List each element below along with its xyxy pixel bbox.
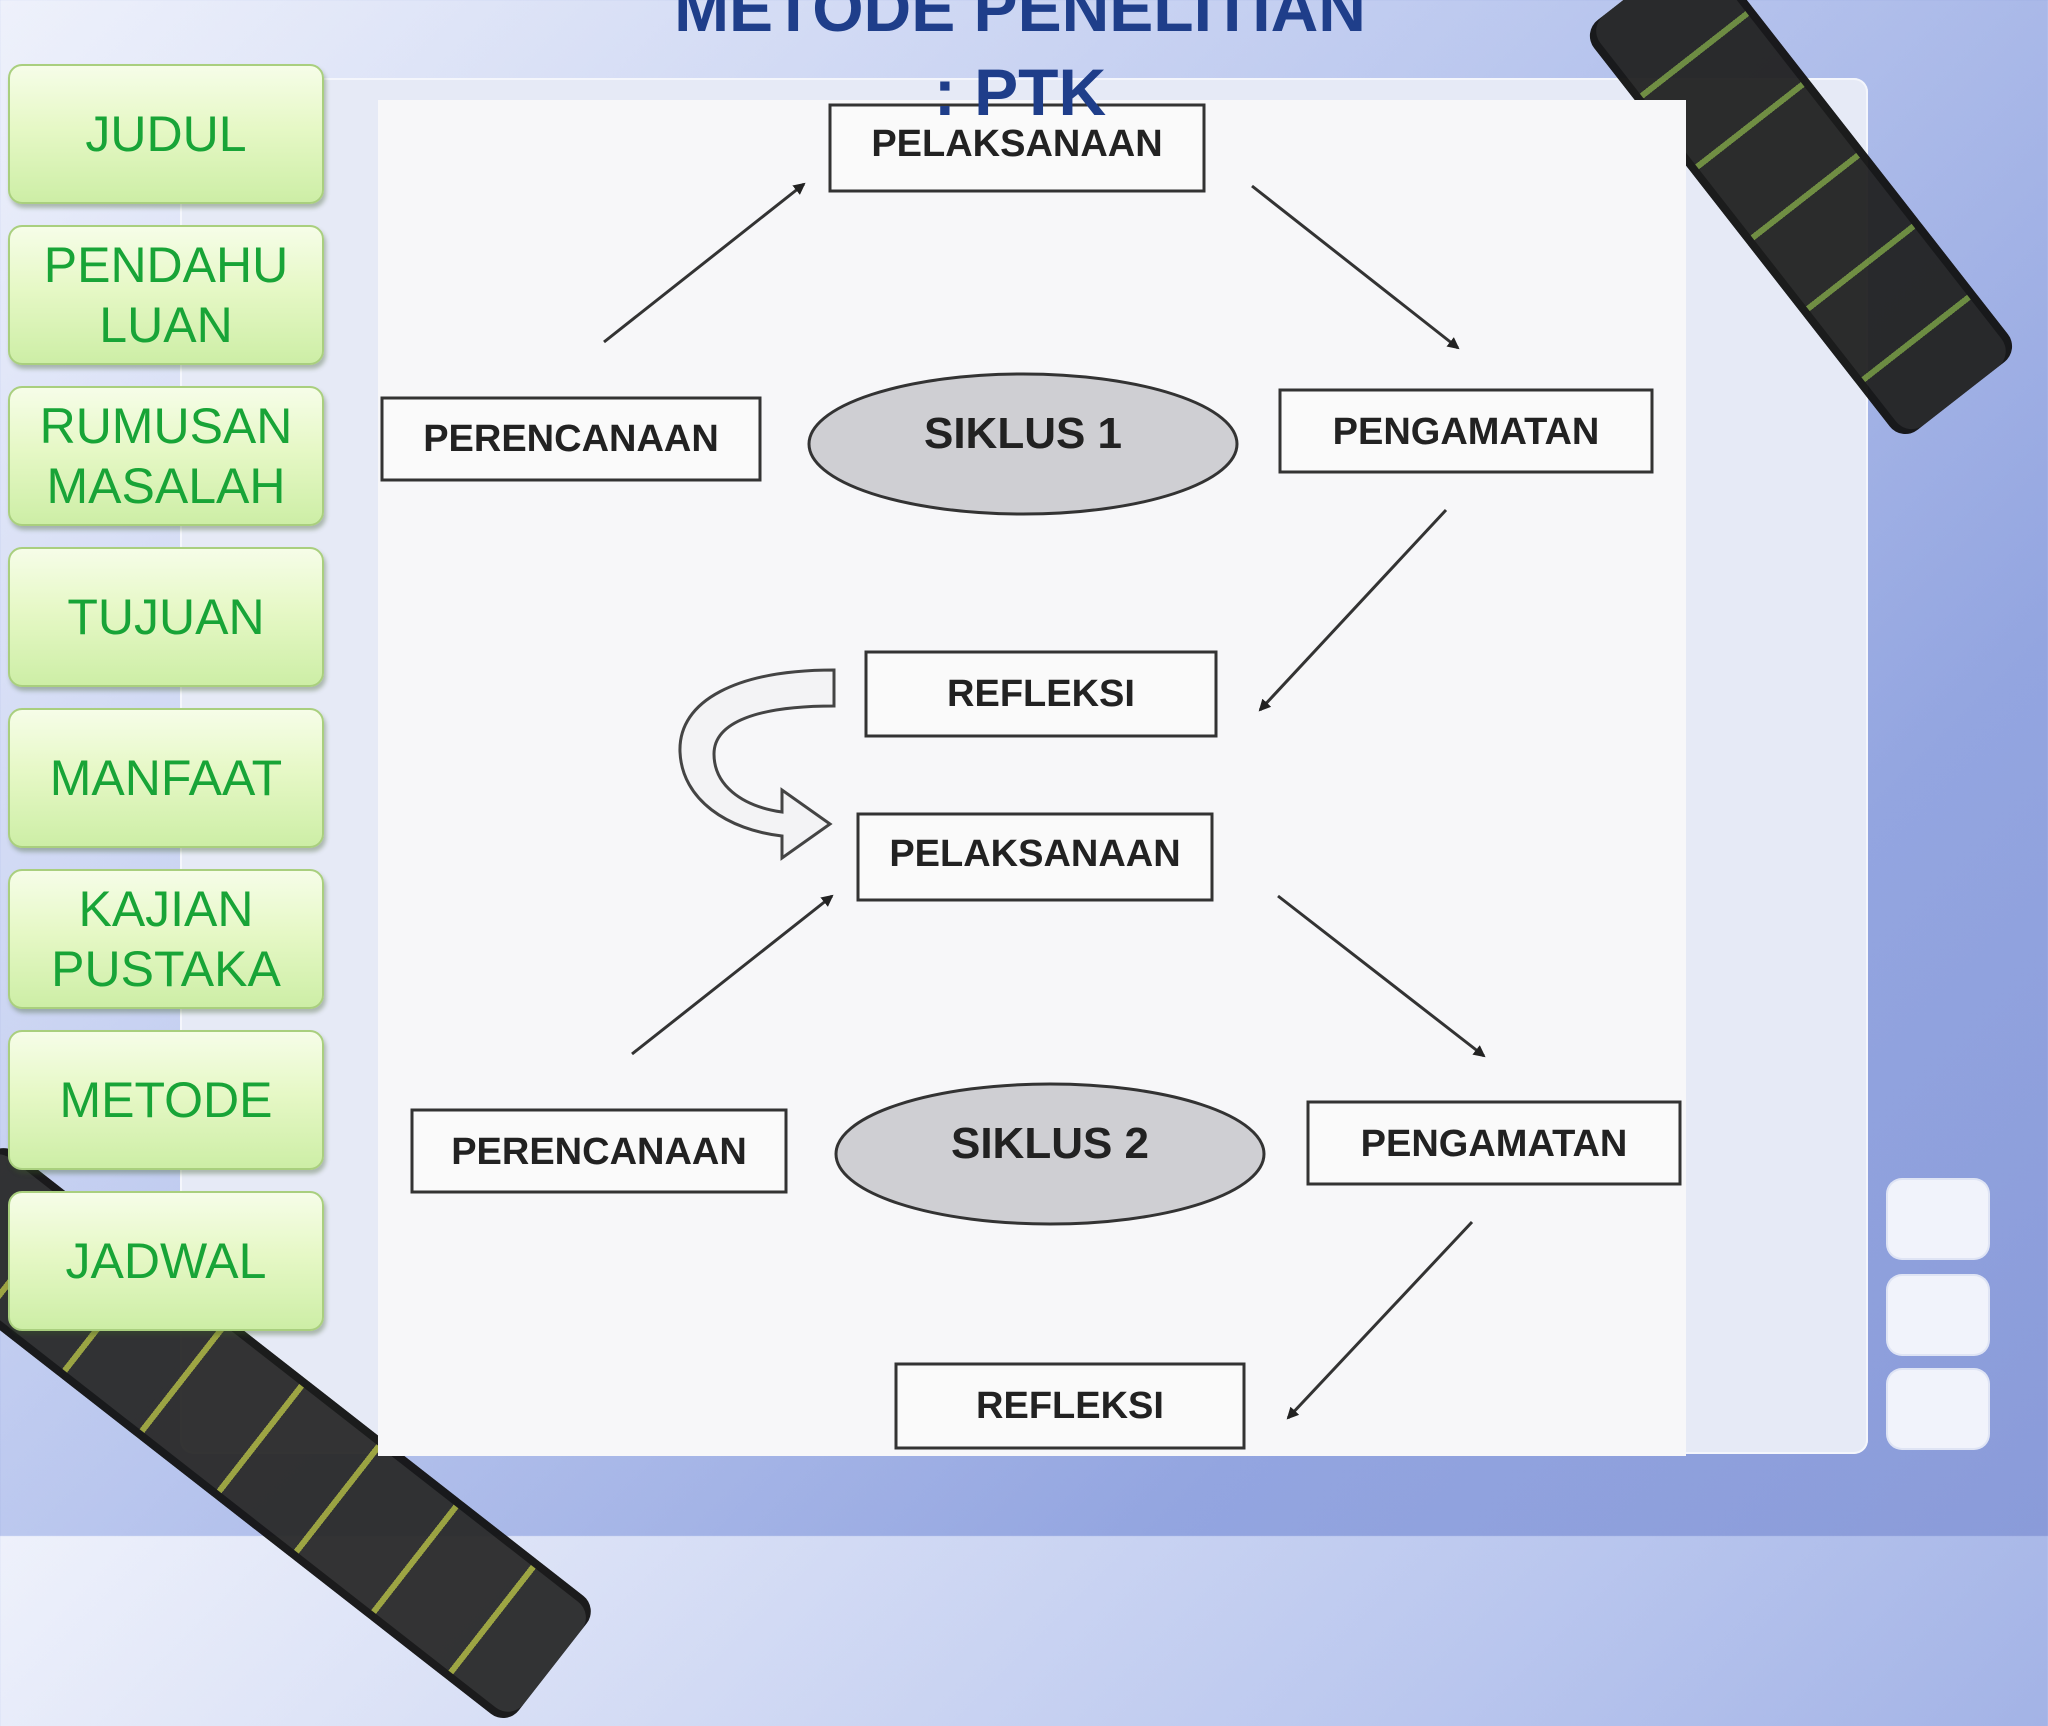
arrow-act-to-observe-2 (1277, 894, 1486, 1058)
side-placeholder-box-1 (1888, 1180, 1988, 1258)
label-pelaksanaan-2: PELAKSANAAN (889, 833, 1180, 875)
label-siklus-1: SIKLUS 1 (924, 409, 1122, 458)
arrow-plan-to-act-1 (603, 182, 806, 344)
slide-title-line-2: : PTK (933, 55, 1107, 129)
box-pengamatan-2 (1306, 1100, 1682, 1186)
label-perencanaan-1: PERENCANAAN (423, 418, 719, 460)
nav-button-metode[interactable]: METODE (8, 1030, 324, 1170)
ellipse-siklus-2 (834, 1082, 1266, 1226)
label-siklus-2: SIKLUS 2 (951, 1119, 1149, 1168)
ptk-cycle-diagram: PELAKSANAAN PERENCANAAN SIKLUS 1 PENGAMA… (380, 103, 1682, 1450)
label-perencanaan-2: PERENCANAAN (451, 1131, 747, 1173)
label-pengamatan-1: PENGAMATAN (1333, 411, 1600, 453)
cycle-1: PELAKSANAAN PERENCANAAN SIKLUS 1 PENGAMA… (380, 103, 1654, 738)
arrow-plan-to-act-2 (631, 894, 834, 1056)
label-refleksi-2: REFLEKSI (976, 1385, 1164, 1427)
label-pengamatan-2: PENGAMATAN (1361, 1123, 1628, 1165)
nav-button-rumusan-masalah[interactable]: RUMUSAN MASALAH (8, 386, 324, 526)
diagram-panel: PELAKSANAAN PERENCANAAN SIKLUS 1 PENGAMA… (378, 100, 1686, 1456)
arrow-observe-to-reflect-1 (1258, 508, 1448, 712)
nav-button-pendahuluan[interactable]: PENDAHU LUAN (8, 225, 324, 365)
label-pelaksanaan-1: PELAKSANAAN (871, 123, 1162, 165)
label-refleksi-1: REFLEKSI (947, 673, 1135, 715)
nav-button-jadwal[interactable]: JADWAL (8, 1191, 324, 1331)
side-placeholder-box-3 (1888, 1370, 1988, 1448)
nav-button-judul[interactable]: JUDUL (8, 64, 324, 204)
slide-title: METODE PENELITIAN : PTK (560, 0, 1480, 134)
nav-button-tujuan[interactable]: TUJUAN (8, 547, 324, 687)
nav-button-manfaat[interactable]: MANFAAT (8, 708, 324, 848)
box-refleksi-2 (894, 1362, 1246, 1450)
transition-curved-arrow (678, 668, 836, 861)
arrow-observe-to-reflect-2 (1286, 1220, 1474, 1420)
box-refleksi-1 (864, 650, 1218, 738)
box-perencanaan-2 (410, 1108, 788, 1194)
box-pelaksanaan-2 (856, 812, 1214, 902)
ellipse-siklus-1 (807, 372, 1239, 516)
cycle-2: PELAKSANAAN PERENCANAAN SIKLUS 2 PENGAMA… (410, 812, 1682, 1450)
box-perencanaan-1 (380, 396, 762, 482)
box-pelaksanaan-1 (828, 103, 1206, 193)
arrow-act-to-observe-1 (1251, 184, 1460, 350)
nav-button-kajian-pustaka[interactable]: KAJIAN PUSTAKA (8, 869, 324, 1009)
box-pengamatan-1 (1278, 388, 1654, 474)
slide-title-line-1: METODE PENELITIAN (674, 0, 1366, 45)
side-placeholder-box-2 (1888, 1276, 1988, 1354)
